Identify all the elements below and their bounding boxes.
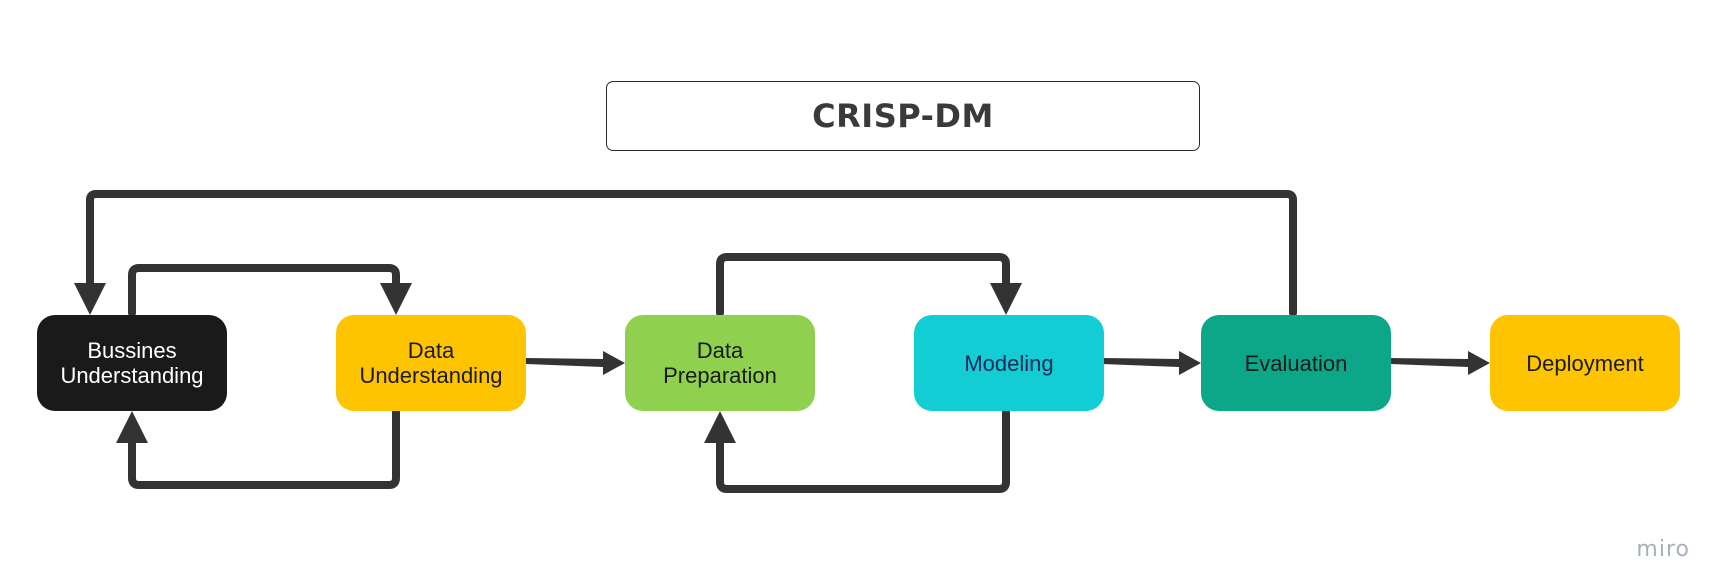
loop-arrow-data-understanding-to-business	[128, 407, 400, 489]
arrowhead-into-business-bottom	[116, 411, 148, 443]
loop-arrow-preparation-to-modeling	[716, 253, 1010, 317]
title-box: CRISP-DM	[606, 81, 1200, 151]
loop-arrow-evaluation-to-business	[86, 190, 1297, 317]
arrowhead-into-business-top	[74, 283, 106, 315]
stage-label: Evaluation	[1244, 350, 1348, 376]
stage-label: Data Understanding	[359, 338, 503, 388]
arrow-data-understanding-to-preparation	[526, 351, 625, 375]
stage-business-understanding[interactable]: Bussines Understanding	[37, 315, 227, 411]
stage-label: Deployment	[1526, 350, 1644, 376]
loop-arrow-business-to-data-understanding	[128, 264, 400, 317]
stage-data-preparation[interactable]: Data Preparation	[625, 315, 815, 411]
arrow-evaluation-to-deployment	[1391, 351, 1490, 375]
arrowhead-into-preparation-bottom	[704, 411, 736, 443]
stage-label: Data Preparation	[663, 338, 777, 388]
stage-evaluation[interactable]: Evaluation	[1201, 315, 1391, 411]
stage-label: Modeling	[964, 350, 1054, 376]
diagram-title: CRISP-DM	[812, 97, 994, 135]
miro-watermark: miro	[1636, 537, 1690, 562]
stage-modeling[interactable]: Modeling	[914, 315, 1104, 411]
stage-data-understanding[interactable]: Data Understanding	[336, 315, 526, 411]
arrowhead-into-modeling-top	[990, 283, 1022, 315]
arrowhead-into-data-understanding-top	[380, 283, 412, 315]
loop-arrow-modeling-to-preparation	[716, 407, 1010, 493]
arrow-modeling-to-evaluation	[1102, 351, 1201, 375]
stage-label: Bussines Understanding	[60, 338, 204, 388]
stage-deployment[interactable]: Deployment	[1490, 315, 1680, 411]
